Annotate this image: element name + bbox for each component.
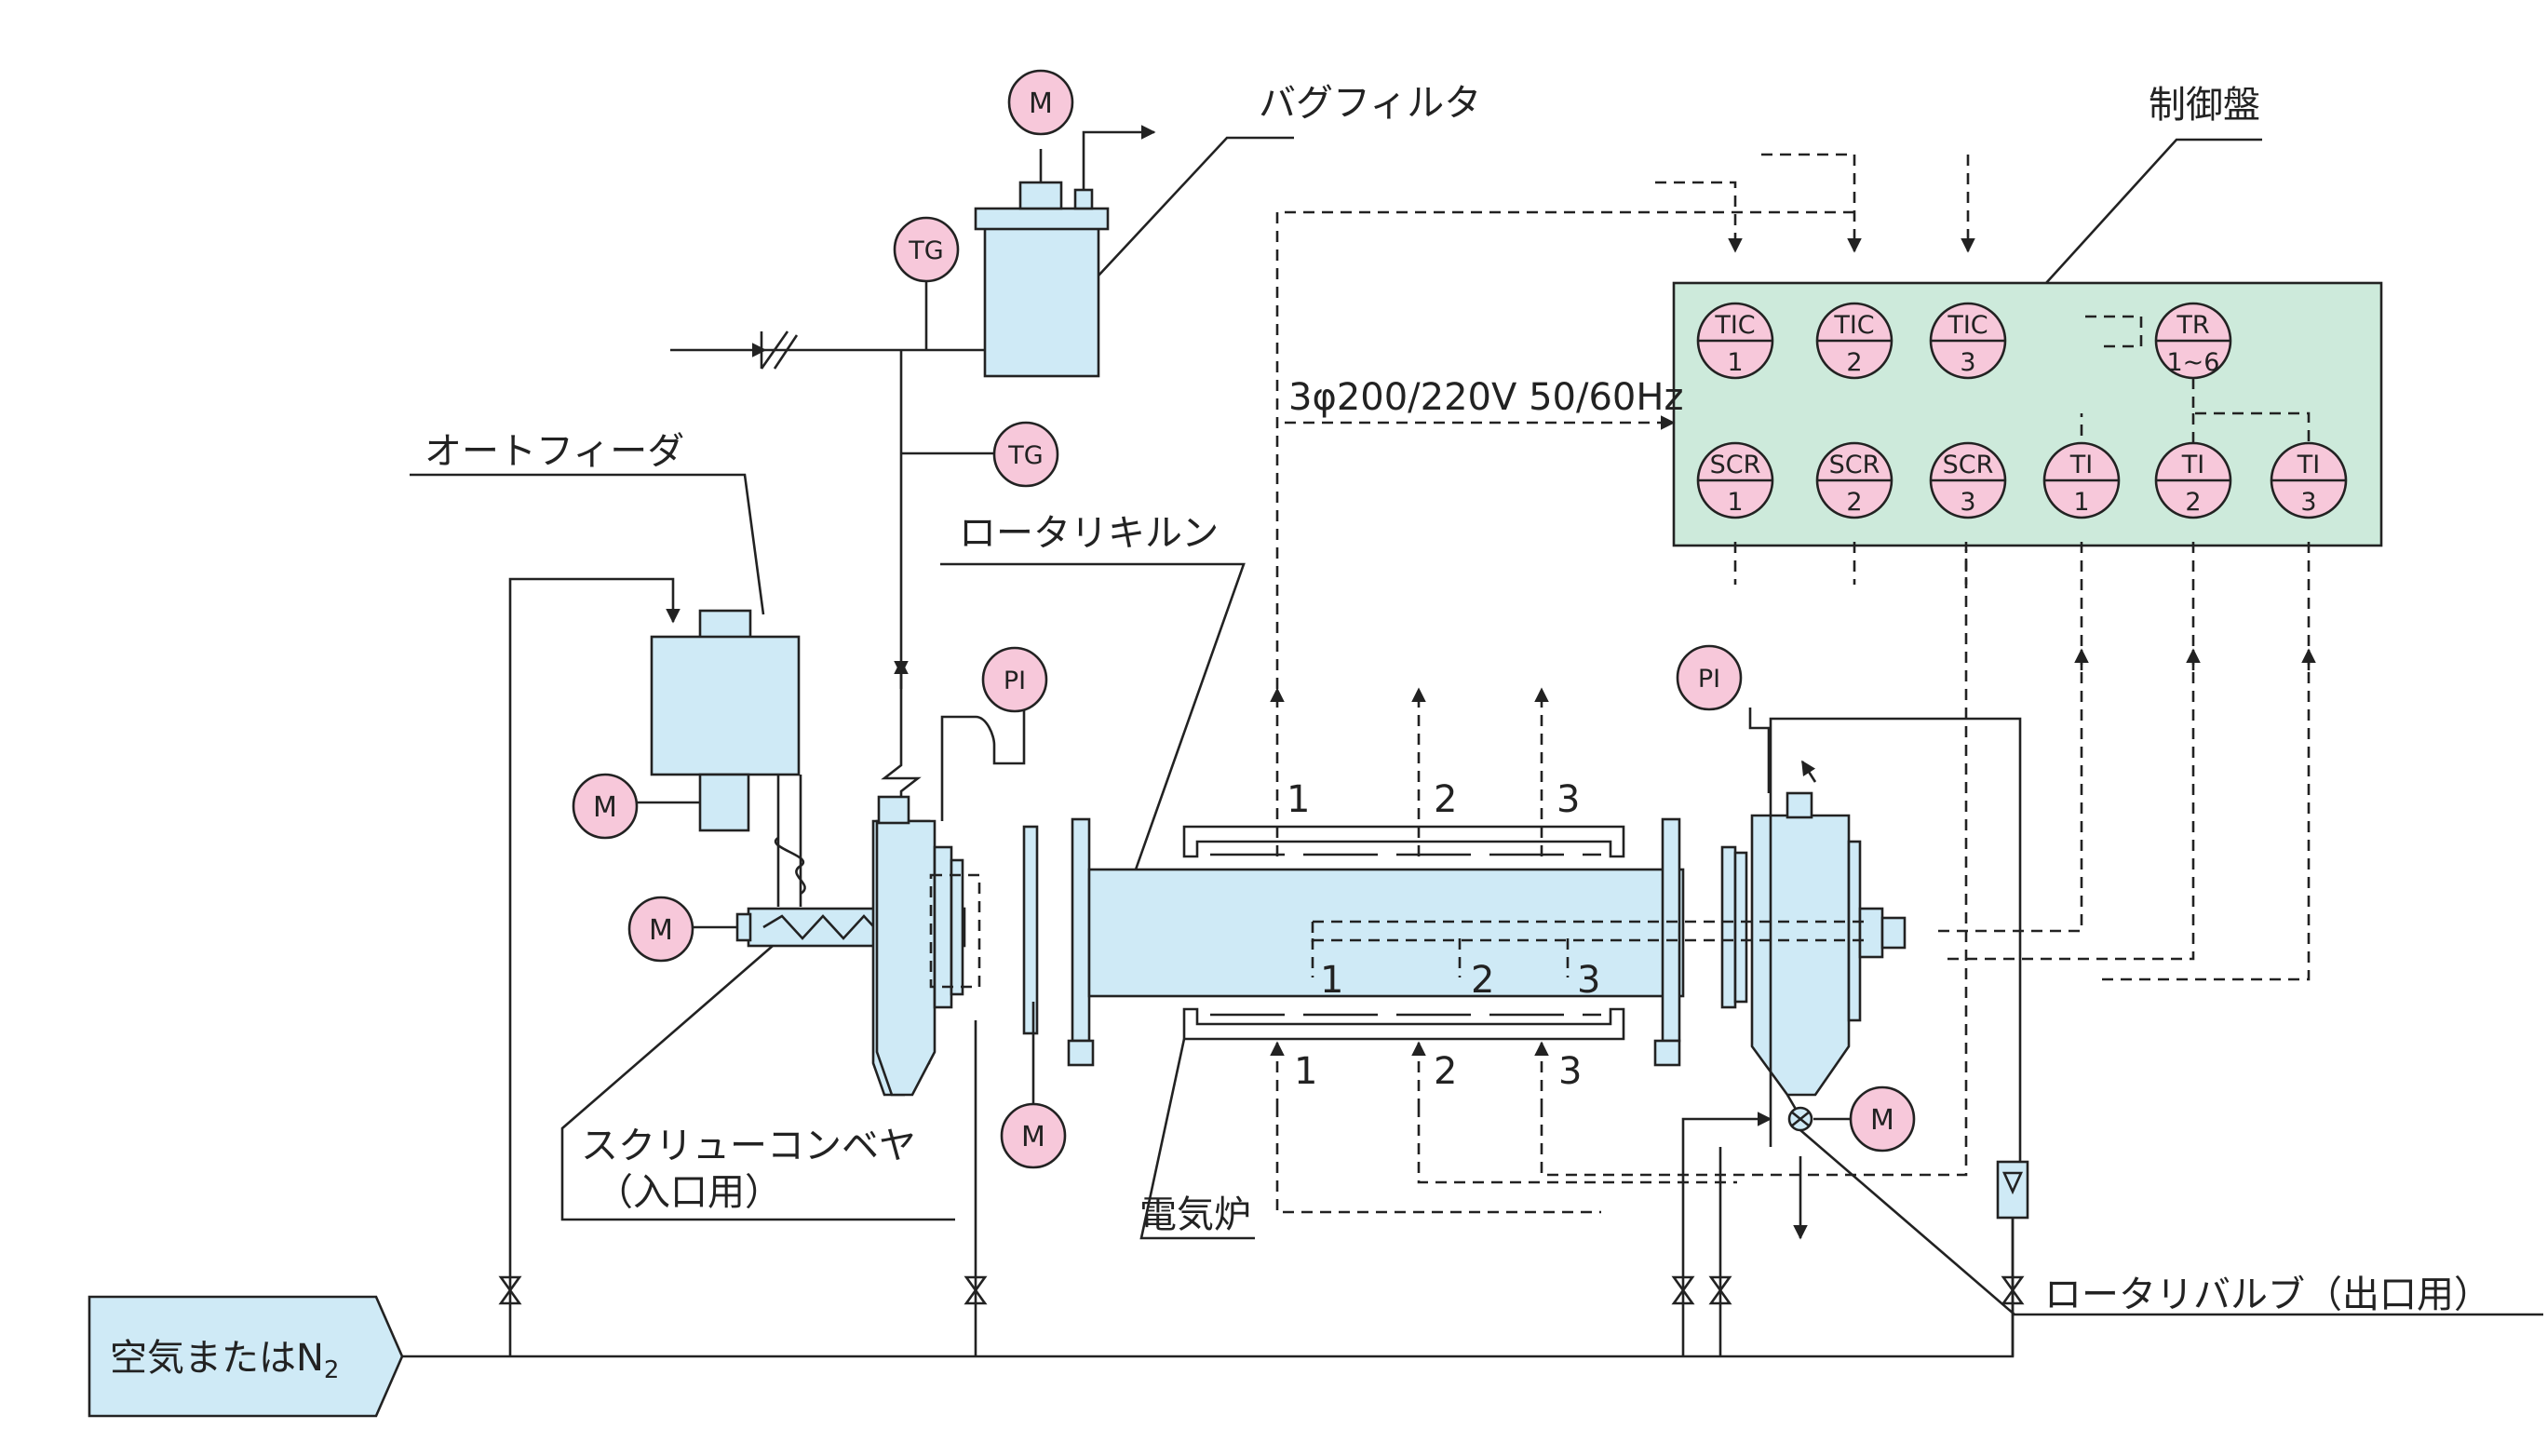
gas-source-subscript: 2 xyxy=(324,1356,340,1384)
svg-text:PI: PI xyxy=(1004,667,1026,695)
svg-text:2: 2 xyxy=(2185,488,2201,517)
scr-1: SCR 1 xyxy=(1696,441,1774,519)
screw-conveyor-sublabel: （入口用） xyxy=(596,1171,782,1214)
svg-text:TI: TI xyxy=(2181,451,2204,479)
tg-gauge-mid: TG xyxy=(992,421,1059,488)
ti-3: TI 3 xyxy=(2270,441,2348,519)
control-panel-box xyxy=(1672,281,2383,547)
svg-text:SCR: SCR xyxy=(1710,451,1761,479)
kiln-shell xyxy=(1087,868,1685,998)
screw-conveyor-label: スクリューコンベヤ xyxy=(581,1125,916,1167)
svg-text:2: 2 xyxy=(1846,348,1862,377)
furnace-tc-2-number: 2 xyxy=(1434,778,1457,821)
gas-valve-outlet-1[interactable] xyxy=(1671,1275,1695,1305)
bag-filter-label: バグフィルタ xyxy=(1259,82,1481,125)
electric-furnace: 電気炉 xyxy=(1139,825,1625,1240)
svg-text:1: 1 xyxy=(1727,488,1743,517)
motor-rotary-valve: M xyxy=(1849,1085,1916,1153)
svg-text:1: 1 xyxy=(2073,488,2089,517)
pressure-gauges xyxy=(940,708,1771,821)
furnace-tc-3-number: 3 xyxy=(1556,778,1580,821)
power-supply-label: 3φ200/220V 50/60Hz xyxy=(1288,376,1683,419)
svg-text:M: M xyxy=(1029,88,1053,120)
svg-text:TI: TI xyxy=(2297,451,2320,479)
svg-text:2: 2 xyxy=(1846,488,1862,517)
svg-text:3: 3 xyxy=(1960,348,1975,377)
svg-text:TIC: TIC xyxy=(1833,311,1874,340)
tr-recorder: TR 1~6 xyxy=(2154,302,2232,380)
heater-3-number: 3 xyxy=(1558,1050,1582,1093)
svg-text:空気またはN2: 空気またはN2 xyxy=(110,1337,339,1384)
rotary-kiln: ロータリキルン xyxy=(871,512,1907,1118)
tic-3: TIC 3 xyxy=(1929,302,2007,380)
svg-text:TG: TG xyxy=(908,236,943,265)
svg-text:3: 3 xyxy=(2300,488,2316,517)
svg-text:SCR: SCR xyxy=(1829,451,1880,479)
gas-source-box xyxy=(88,1295,404,1418)
gas-valve-outlet-2[interactable] xyxy=(1708,1275,1732,1305)
gas-supply-line: 空気またはN2 xyxy=(88,577,2029,1418)
gas-source-label: 空気またはN xyxy=(110,1337,324,1380)
svg-text:M: M xyxy=(1870,1104,1894,1137)
ti-2: TI 2 xyxy=(2154,441,2232,519)
motor-kiln: M xyxy=(1000,1102,1067,1169)
rotary-kiln-label: ロータリキルン xyxy=(959,512,1219,555)
svg-text:1~6: 1~6 xyxy=(2167,348,2220,377)
furnace-tc-1-number: 1 xyxy=(1287,778,1310,821)
auto-feeder: オートフィーダ xyxy=(410,430,806,907)
ti-1: TI 1 xyxy=(2042,441,2121,519)
rotary-valve: ロータリバルブ（出口用） xyxy=(1769,717,2543,1316)
pi-gauge-inlet: PI xyxy=(981,646,1048,713)
motor-bag-filter: M xyxy=(1007,69,1074,136)
motor-feeder: M xyxy=(572,773,639,840)
bag-filter xyxy=(983,225,1100,378)
inner-tc-3-number: 3 xyxy=(1577,959,1600,1002)
gas-valve-feeder[interactable] xyxy=(498,1275,522,1305)
svg-text:SCR: SCR xyxy=(1943,451,1994,479)
tg-gauge-top: TG xyxy=(893,216,960,283)
scr-2: SCR 2 xyxy=(1815,441,1893,519)
svg-text:TG: TG xyxy=(1007,441,1043,470)
exhaust-system: バグフィルタ xyxy=(670,82,1481,821)
scr-3: SCR 3 xyxy=(1929,441,2007,519)
svg-text:3: 3 xyxy=(1960,488,1975,517)
furnace-thermocouples: 1 2 3 1 2 3 1 2 3 xyxy=(1270,210,1968,1214)
svg-text:TI: TI xyxy=(2069,451,2093,479)
control-panel: 制御盤 3φ200/220V 50/60Hz xyxy=(1285,84,2383,981)
svg-text:TIC: TIC xyxy=(1947,311,1988,340)
feeder-hopper xyxy=(650,635,801,776)
svg-text:M: M xyxy=(593,791,617,824)
motor-screw: M xyxy=(627,896,694,963)
inner-tc-1-number: 1 xyxy=(1320,959,1343,1002)
gas-valve-inlet[interactable] xyxy=(964,1275,988,1305)
svg-text:M: M xyxy=(1021,1121,1045,1153)
rotary-valve-label: ロータリバルブ（出口用） xyxy=(2044,1274,2491,1316)
svg-text:M: M xyxy=(649,914,673,947)
svg-text:TR: TR xyxy=(2176,311,2209,340)
heater-1-number: 1 xyxy=(1294,1050,1317,1093)
inner-tc-2-number: 2 xyxy=(1471,959,1494,1002)
svg-text:1: 1 xyxy=(1727,348,1743,377)
control-panel-label: 制御盤 xyxy=(2149,84,2260,127)
electric-furnace-label: 電気炉 xyxy=(1139,1193,1251,1236)
pi-gauge-outlet: PI xyxy=(1676,644,1743,711)
auto-feeder-label: オートフィーダ xyxy=(424,430,684,473)
heater-2-number: 2 xyxy=(1434,1050,1457,1093)
tic-2: TIC 2 xyxy=(1815,302,1893,380)
svg-text:PI: PI xyxy=(1698,665,1720,694)
tic-1: TIC 1 xyxy=(1696,302,1774,380)
svg-text:TIC: TIC xyxy=(1714,311,1755,340)
